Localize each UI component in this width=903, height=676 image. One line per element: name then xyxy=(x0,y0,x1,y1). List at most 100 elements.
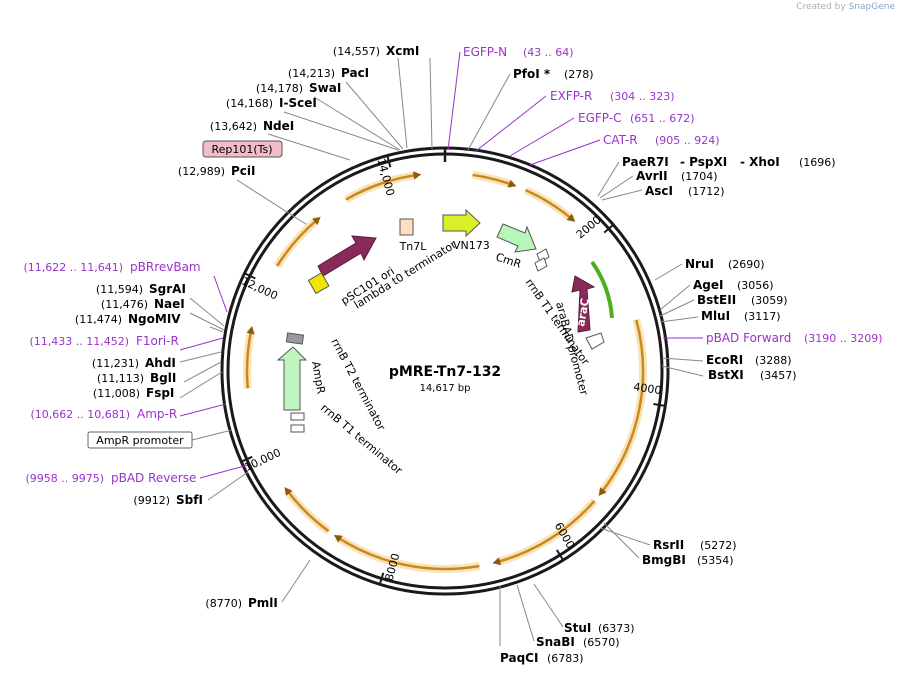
scale-tick xyxy=(386,155,392,168)
enzyme-i-scei[interactable]: (14,168) I-SceI xyxy=(226,96,317,110)
label-leader xyxy=(267,133,351,161)
primer-exfp-r[interactable]: EXFP-R (304 .. 323) xyxy=(550,89,675,103)
bgli-pos: (11,113) xyxy=(97,372,144,385)
bgli-name: BglI xyxy=(150,371,176,385)
ecori-name: EcoRI xyxy=(706,353,743,367)
label-leader xyxy=(179,403,227,417)
paqci-pos: (6783) xyxy=(547,652,584,665)
primer-egfp-n[interactable]: EGFP-N (43 .. 64) xyxy=(463,45,574,59)
cat-r-pos: (905 .. 924) xyxy=(655,134,720,147)
enzyme-stui[interactable]: StuI (6373) xyxy=(564,621,635,635)
scale-tick xyxy=(603,223,614,234)
egfp-n-pos: (43 .. 64) xyxy=(523,46,574,59)
enzyme-rsrii[interactable]: RsrII (5272) xyxy=(653,538,737,552)
enzyme-paci[interactable]: (14,213) PacI xyxy=(288,66,369,80)
enzyme-group-paer7i[interactable]: PaeR7I - PspXI - XhoI (1696) xyxy=(622,155,836,169)
primer-amp-r[interactable]: (10,662 .. 10,681) Amp-R xyxy=(30,407,177,421)
feature-rep101[interactable]: Rep101(Ts) xyxy=(202,140,283,158)
orf-arc[interactable] xyxy=(245,325,255,389)
xcmi-pos: (14,557) xyxy=(333,45,380,58)
orf-arc[interactable] xyxy=(598,319,645,497)
primer-pbad-forward[interactable]: pBAD Forward (3190 .. 3209) xyxy=(706,331,883,345)
enzyme-xcmi[interactable]: (14,557) XcmI xyxy=(333,44,419,58)
feature-ampr-promoter[interactable]: AmpR promoter xyxy=(87,431,193,449)
primer-egfp-c[interactable]: EGFP-C (651 .. 672) xyxy=(578,111,695,125)
enzyme-bmgbi[interactable]: BmgBI (5354) xyxy=(642,553,734,567)
mlui-name: MluI xyxy=(701,309,730,323)
asci-pos: (1712) xyxy=(688,185,725,198)
enzyme-sbfi[interactable]: (9912) SbfI xyxy=(133,493,203,507)
label-leader xyxy=(509,117,575,157)
feature-arac[interactable]: araC araBAD promoter xyxy=(553,260,614,397)
egfp-c-name: EGFP-C xyxy=(578,111,621,125)
mlui-pos: (3117) xyxy=(744,310,781,323)
stui-name: StuI xyxy=(564,621,591,635)
label-leader xyxy=(603,522,640,559)
enzyme-ahdi[interactable]: (11,231) AhdI xyxy=(92,356,176,370)
feature-psc101-ori[interactable]: pSC101 ori lambda t0 terminator xyxy=(307,235,459,312)
cat-r-name: CAT-R xyxy=(603,133,638,147)
orf-arc[interactable] xyxy=(345,171,422,201)
label-leader xyxy=(599,527,651,546)
feature-vn173[interactable]: VN173 xyxy=(442,208,490,252)
pbrrevbam-pos: (11,622 .. 11,641) xyxy=(23,261,123,274)
enzyme-swai[interactable]: (14,178) SwaI xyxy=(256,81,341,95)
enzyme-pcii[interactable]: (12,989) PciI xyxy=(178,164,256,178)
enzyme-fspi[interactable]: (11,008) FspI xyxy=(93,386,174,400)
psc101-rep-origin xyxy=(307,272,330,295)
sgrai-pos: (11,594) xyxy=(96,283,143,296)
enzyme-paqci[interactable]: PaqCI (6783) xyxy=(500,651,584,665)
ampr-label: AmpR xyxy=(309,360,328,395)
scale-tick xyxy=(244,272,256,280)
pmli-name: PmlI xyxy=(248,596,278,610)
feature-cmr[interactable]: CmR xyxy=(494,223,537,271)
primer-cat-r[interactable]: CAT-R (905 .. 924) xyxy=(603,133,720,147)
snabi-name: SnaBI xyxy=(536,635,575,649)
enzyme-agei[interactable]: AgeI (3056) xyxy=(693,278,774,292)
feature-tn7l[interactable]: Tn7L xyxy=(399,218,428,253)
primer-pbrrevbam[interactable]: (11,622 .. 11,641) pBRrevBam xyxy=(23,260,200,274)
pspxi-name: - PspXI xyxy=(680,155,727,169)
xhoi-name: - XhoI xyxy=(740,155,780,169)
pfoi-name: PfoI * xyxy=(513,67,551,81)
label-leader xyxy=(659,299,695,317)
enzyme-ndei[interactable]: (13,642) NdeI xyxy=(210,119,294,133)
primer-f1ori-r[interactable]: (11,433 .. 11,452) F1ori-R xyxy=(29,334,178,348)
enzyme-sgrai[interactable]: (11,594) SgrAI xyxy=(96,282,186,296)
enzyme-bstxi[interactable]: BstXI (3457) xyxy=(708,368,797,382)
pfoi-pos: (278) xyxy=(564,68,594,81)
orf-arc-halo xyxy=(334,533,481,573)
enzyme-asci[interactable]: AscI (1712) xyxy=(645,184,725,198)
enzyme-naei[interactable]: (11,476) NaeI xyxy=(101,297,185,311)
orf-arc[interactable] xyxy=(492,500,596,566)
stui-pos: (6373) xyxy=(598,622,635,635)
enzyme-snabi[interactable]: SnaBI (6570) xyxy=(536,635,620,649)
orf-arc[interactable] xyxy=(472,173,517,188)
orf-arc[interactable] xyxy=(525,188,576,222)
naei-pos: (11,476) xyxy=(101,298,148,311)
swai-name: SwaI xyxy=(309,81,341,95)
plasmid-size: 14,617 bp xyxy=(420,383,471,394)
paci-name: PacI xyxy=(341,66,369,80)
label-leader xyxy=(207,471,249,501)
enzyme-pfoi[interactable]: PfoI * (278) xyxy=(513,67,594,81)
label-leader xyxy=(236,179,313,229)
orf-arc[interactable] xyxy=(276,216,321,267)
enzyme-ecori[interactable]: EcoRI (3288) xyxy=(706,353,792,367)
enzyme-pmli[interactable]: (8770) PmlI xyxy=(205,596,277,610)
label-leaders xyxy=(179,51,704,646)
feature-ampr[interactable]: AmpR rrnB T2 terminator rrnB T1 terminat… xyxy=(276,336,405,477)
label-leader xyxy=(189,312,225,331)
enzyme-nrui[interactable]: NruI (2690) xyxy=(685,257,765,271)
enzyme-bsteii[interactable]: BstEII (3059) xyxy=(697,293,788,307)
primer-pbad-reverse[interactable]: (9958 .. 9975) pBAD Reverse xyxy=(25,471,196,485)
orf-arc[interactable] xyxy=(284,486,330,533)
label-leader xyxy=(179,371,223,399)
enzyme-avrii[interactable]: AvrII (1704) xyxy=(636,169,718,183)
orf-arc[interactable] xyxy=(333,534,480,571)
exfp-r-pos: (304 .. 323) xyxy=(610,90,675,103)
i-scei-pos: (14,168) xyxy=(226,97,273,110)
enzyme-mlui[interactable]: MluI (3117) xyxy=(701,309,781,323)
enzyme-bgli[interactable]: (11,113) BglI xyxy=(97,371,176,385)
enzyme-ngomiv[interactable]: (11,474) NgoMIV xyxy=(75,312,181,326)
